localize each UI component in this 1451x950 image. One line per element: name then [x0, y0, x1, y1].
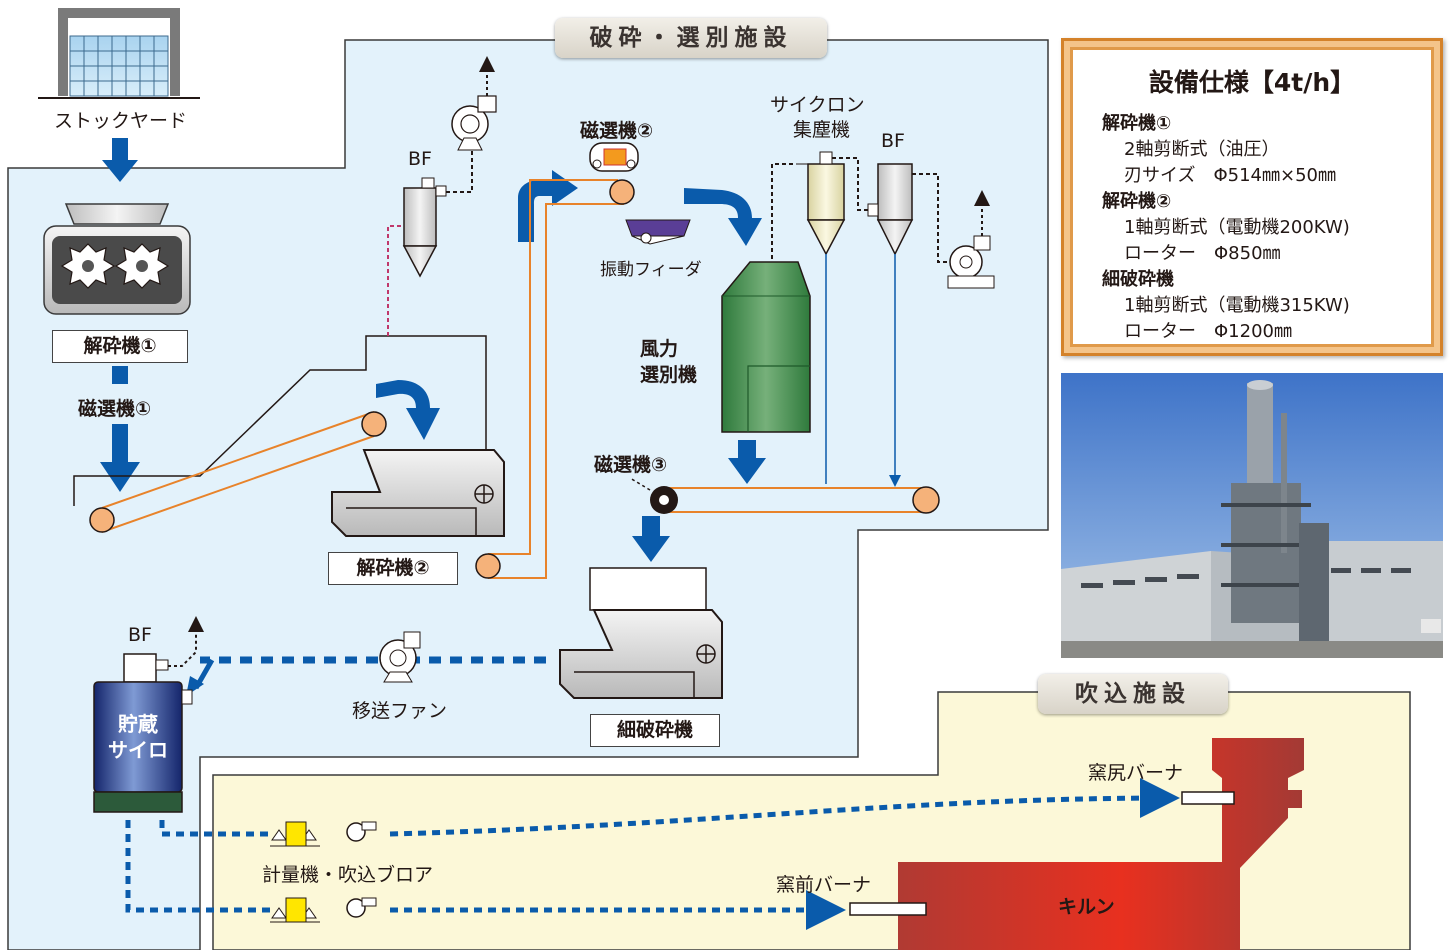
kiln-tail-burner: [1181, 791, 1235, 805]
flow-arrows: [100, 138, 766, 562]
injection-section-title: 吹込施設: [1038, 674, 1228, 714]
spec-detail: ローター Φ850㎜: [1124, 243, 1281, 264]
spec-panel: 設備仕様【4t/h】 解砕機① 2軸剪断式（油圧） 刃サイズ Φ514㎜×50㎜…: [1061, 38, 1443, 356]
bf-right-label: BF: [881, 130, 905, 152]
magsep3-label: 磁選機③: [594, 454, 668, 476]
bag-filter-right: [867, 163, 956, 263]
spec-heading: 解砕機①: [1102, 113, 1172, 134]
kiln-tail-burner-label: 窯尻バーナ: [1088, 762, 1184, 784]
cyclone-label-2: 集塵機: [793, 119, 851, 141]
bag-filter-top: [387, 150, 473, 336]
meter-blower-upper: [270, 821, 377, 847]
plant-building-photo: [1061, 373, 1443, 658]
spec-detail: 2軸剪断式（油圧）: [1124, 139, 1280, 160]
crusher-1-machine: [43, 203, 191, 315]
spec-detail: 1軸剪断式（電動機315KW): [1124, 295, 1350, 316]
bf-silo-label: BF: [128, 624, 152, 646]
crusher-2-label: 解砕機②: [328, 552, 458, 585]
wind-separator-label-1: 風力: [640, 338, 679, 360]
fine-crusher-machine: [559, 567, 723, 699]
spec-heading: 解砕機②: [1102, 191, 1172, 212]
wind-separator-label-2: 選別機: [640, 364, 698, 386]
transfer-fan-label: 移送ファン: [352, 700, 448, 722]
kiln-front-burner-label: 窯前バーナ: [776, 874, 872, 896]
exhaust-fan-top: [451, 56, 497, 151]
exhaust-fan-right: [947, 190, 995, 289]
kiln-body: [898, 738, 1304, 950]
silo-label-2: サイロ: [108, 738, 168, 762]
vibratory-feeder: [625, 219, 691, 245]
magnetic-separator-2: [589, 142, 639, 172]
wind-separator: [721, 261, 811, 433]
kiln-label: キルン: [1058, 896, 1115, 918]
vibratory-feeder-label: 振動フィーダ: [600, 260, 702, 280]
silo-label-1: 貯蔵: [118, 712, 158, 736]
spec-title: 設備仕様【4t/h】: [1148, 68, 1356, 97]
transfer-fan-icon: [379, 631, 421, 683]
crushing-section-title: 破砕・選別施設: [555, 18, 827, 58]
meter-blower-label: 計量機・吹込ブロア: [262, 864, 434, 886]
cyclone-label-1: サイクロン: [770, 94, 865, 116]
stockyard-icon: [38, 8, 200, 99]
crusher-2-machine: [331, 449, 505, 537]
conveyor-1: [73, 335, 487, 533]
spec-heading: 細破砕機: [1102, 269, 1174, 290]
bf-top-label: BF: [408, 148, 432, 170]
crusher-1-label: 解砕機①: [52, 330, 188, 363]
injection-line-upper: [159, 820, 272, 837]
storage-silo: [93, 616, 204, 813]
magsep1-label: 磁選機①: [78, 398, 152, 420]
conveyor-2: [475, 179, 635, 579]
kiln-front-burner: [849, 902, 927, 916]
spec-detail: 刃サイズ Φ514㎜×50㎜: [1124, 165, 1336, 186]
stockyard-label: ストックヤード: [54, 110, 188, 132]
conveyor-3: [629, 477, 940, 514]
fine-crusher-label: 細破砕機: [590, 714, 720, 747]
injection-line-lower: [125, 820, 272, 913]
spec-detail: 1軸剪断式（電動機200KW): [1124, 217, 1350, 238]
meter-blower-lower: [270, 897, 377, 923]
cyclone-collector: [771, 151, 868, 280]
magsep2-label: 磁選機②: [580, 120, 654, 142]
spec-detail: ローター Φ1200㎜: [1124, 321, 1292, 342]
